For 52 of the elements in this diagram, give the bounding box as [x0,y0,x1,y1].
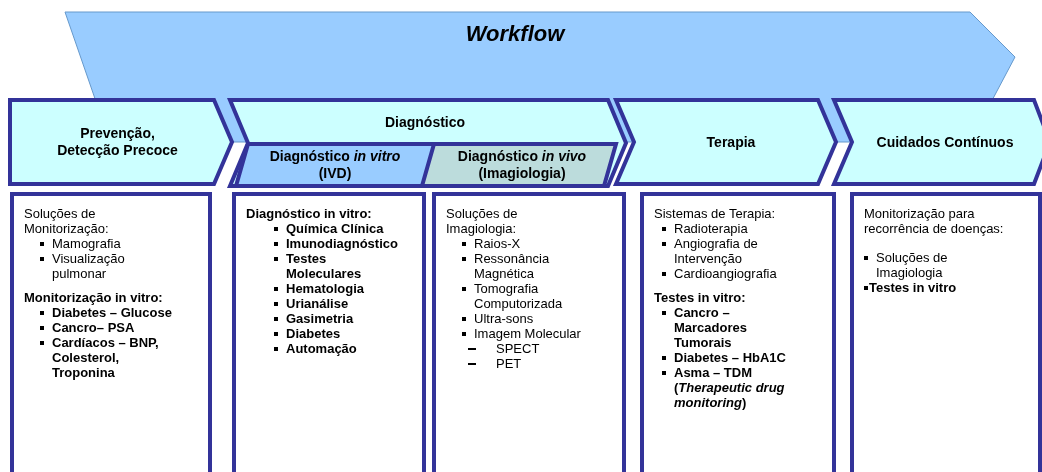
content-panel [640,192,836,472]
list-item: Soluções de Imagiologia [876,250,949,280]
list-heading: Diagnóstico in vitro: [246,206,372,221]
stage-label: Cuidados Contínuos [876,133,1014,151]
stage-label: Diagnóstico [384,113,466,131]
list-item: Ressonância Magnética [474,251,551,281]
list-item: Diabetes – HbA1C [674,350,786,365]
stage-label: Prevenção, Detecção Precoce [56,125,179,159]
list-item: SPECT [496,341,540,356]
list-item: Cancro– PSA [52,320,135,335]
content-panel [10,192,212,472]
substage-panel [422,144,616,186]
list-item: Cancro – Marcadores Tumorais [674,305,748,350]
stage-panel [10,100,232,184]
list-item: Diabetes – Glucose [52,305,172,320]
list-item: Automação [286,341,357,356]
stage-panel [230,100,626,186]
content-panel [850,192,1042,472]
stage-label: Diagnóstico in vitro (IVD) [268,148,402,182]
list-heading: Testes in vitro: [654,290,746,305]
list-item: Mamografia [52,236,121,251]
list-item: Imagem Molecular [474,326,581,341]
list-item: Química Clínica [286,221,384,236]
list-item: PET [496,356,522,371]
stage-panel [616,100,836,184]
list-item: Testes in vitro [869,280,957,295]
list-item: Testes Moleculares [286,251,363,281]
list-item: Gasimetria [286,311,354,326]
list-item: Visualização pulmonar [52,251,126,281]
list-heading: Sistemas de Terapia: [654,206,776,221]
list-item: Raios-X [474,236,521,251]
list-heading: Monitorização in vitro: [24,290,163,305]
list-item: Angiografia de Intervenção [674,236,759,266]
content-panel [232,192,426,472]
list-item: Ultra-sons [474,311,534,326]
list-item: Imunodiagnóstico [286,236,398,251]
list-item: Cardioangiografia [674,266,777,281]
list-item: Asma – TDM (Therapeutic drug monitoring) [674,365,786,410]
list-item: Urianálise [286,296,349,311]
title-text: Workflow [465,24,565,42]
content-panel [432,192,626,472]
list-item: Hematologia [286,281,364,296]
list-heading: Soluções de Monitorização: [24,206,110,236]
stage-label: Diagnóstico in vivo (Imagiologia) [456,148,588,182]
list-item: Diabetes [286,326,341,341]
list-heading: Soluções de Imagiologia: [446,206,519,236]
list-item: Cardíacos – BNP, Colesterol, Troponina [52,335,160,380]
stage-panel [834,100,1042,184]
stage-label: Terapia [706,133,756,151]
list-item: Radioterapia [674,221,748,236]
list-heading: Monitorização para recorrência de doenças: [864,206,1004,236]
list-item: Tomografia Computorizada [474,281,564,311]
